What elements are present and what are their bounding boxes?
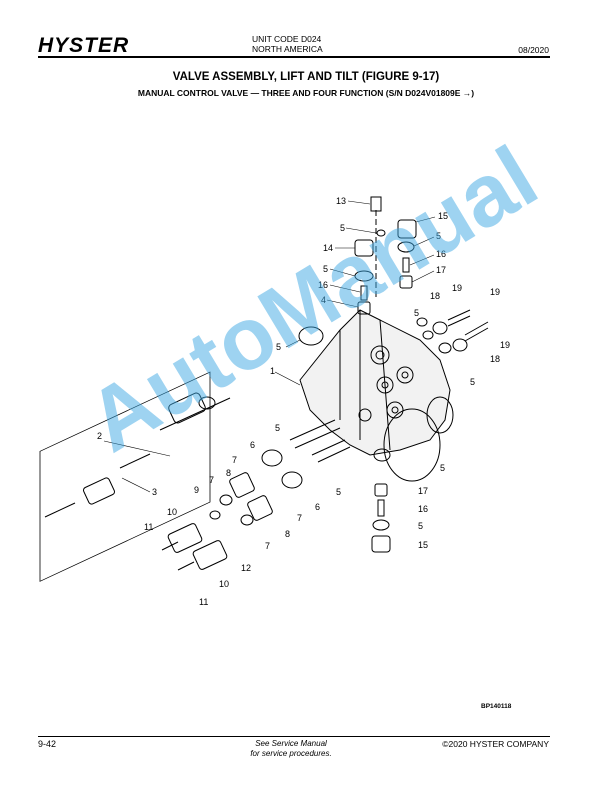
callout-8: 8 xyxy=(226,468,231,478)
footer-note-line2: for service procedures. xyxy=(250,749,332,758)
header-info: UNIT CODE D024 NORTH AMERICA xyxy=(252,34,323,54)
callout-3: 3 xyxy=(152,487,157,497)
callout-14: 14 xyxy=(323,243,333,253)
callout-10b: 10 xyxy=(219,579,229,589)
header-rule xyxy=(38,56,550,58)
footer-note: See Service Manual for service procedure… xyxy=(236,739,346,759)
callout-11b: 11 xyxy=(199,597,208,607)
callout-17: 17 xyxy=(436,265,446,275)
callout-13: 13 xyxy=(336,196,346,206)
callout-6: 6 xyxy=(250,440,255,450)
callout-5g: 5 xyxy=(275,423,280,433)
callout-2: 2 xyxy=(97,431,102,441)
header-date: 08/2020 xyxy=(518,45,549,55)
page-number: 9-42 xyxy=(38,739,57,749)
callout-5h: 5 xyxy=(440,463,445,473)
callout-16c: 16 xyxy=(418,504,428,514)
callout-4: 4 xyxy=(321,295,326,305)
callout-18: 18 xyxy=(430,291,440,301)
callout-7c: 7 xyxy=(297,513,302,523)
unit-code: UNIT CODE D024 xyxy=(252,34,322,44)
callout-5: 5 xyxy=(340,223,345,233)
callout-15b: 15 xyxy=(418,540,428,550)
callout-7d: 7 xyxy=(265,541,270,551)
callout-10: 10 xyxy=(167,507,177,517)
region: NORTH AMERICA xyxy=(252,44,323,54)
callout-1: 1 xyxy=(270,366,275,376)
callout-19b: 19 xyxy=(490,287,500,297)
callout-15: 15 xyxy=(438,211,448,221)
callout-17b: 17 xyxy=(418,486,428,496)
valve-body xyxy=(299,309,451,456)
callout-16: 16 xyxy=(436,249,446,259)
callout-11: 11 xyxy=(144,522,153,532)
callout-5b: 5 xyxy=(436,231,441,241)
footer-note-line1: See Service Manual xyxy=(255,739,327,748)
callout-18b: 18 xyxy=(490,354,500,364)
callout-6b: 6 xyxy=(315,502,320,512)
callout-12: 12 xyxy=(241,563,251,573)
callout-19c: 19 xyxy=(500,340,510,350)
callout-5i: 5 xyxy=(336,487,341,497)
callout-19: 19 xyxy=(452,283,462,293)
page-title: VALVE ASSEMBLY, LIFT AND TILT (FIGURE 9-… xyxy=(172,71,440,83)
callout-5c: 5 xyxy=(323,264,328,274)
copyright: ©2020 HYSTER COMPANY xyxy=(442,739,549,749)
callout-8b: 8 xyxy=(285,529,290,539)
callout-5e: 5 xyxy=(276,342,281,352)
footer-rule xyxy=(38,736,550,737)
callout-7: 7 xyxy=(232,455,237,465)
callout-9: 9 xyxy=(194,485,199,495)
hyster-logo: HYSTER xyxy=(38,34,130,57)
page-subtitle: MANUAL CONTROL VALVE — THREE AND FOUR FU… xyxy=(137,88,475,98)
callout-7b: 7 xyxy=(209,475,214,485)
figure-id: BP140118 xyxy=(481,703,512,710)
callout-5f: 5 xyxy=(470,377,475,387)
callout-16b: 16 xyxy=(318,280,328,290)
callout-5j: 5 xyxy=(418,521,423,531)
callout-5d: 5 xyxy=(414,308,419,318)
